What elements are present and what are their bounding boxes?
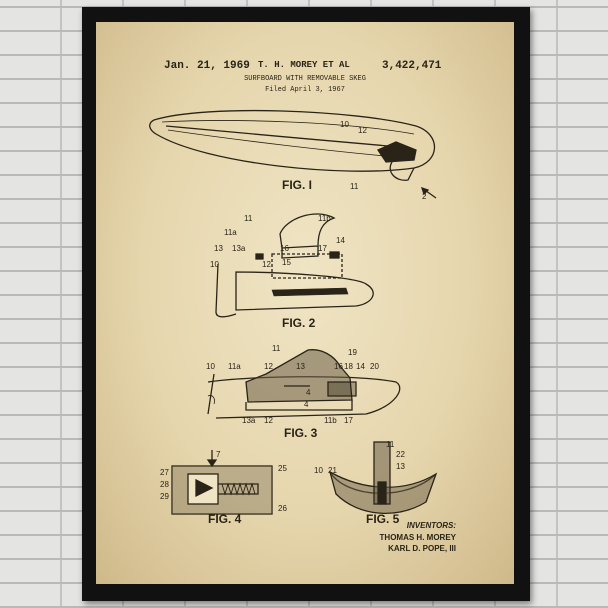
patent-date: Jan. 21, 1969 [164,60,250,72]
fig2-reference-numeral: 11b [318,214,331,223]
fig3-reference-numeral: 12 [264,416,273,425]
fig3-reference-numeral: 14 [356,362,365,371]
fig4-reference-numeral: 27 [160,468,169,477]
fig5-reference-numeral: 21 [328,466,337,475]
fig2-reference-numeral: 13 [214,244,223,253]
fig3-reference-numeral: 13a [242,416,256,425]
fig2-reference-numeral: 10 [210,260,219,269]
fig3-reference-numeral: 17 [344,416,353,425]
fig2-label: FIG. 2 [282,316,316,330]
fig4-reference-numeral: 26 [278,504,287,513]
fig4-reference-numeral: 25 [278,464,287,473]
fig1-reference-numeral: 11 [350,182,359,191]
fig5-reference-numeral: 22 [396,450,405,459]
fig1-label: FIG. I [282,178,312,192]
fig5-label: FIG. 5 [366,512,400,526]
inventor-name: KARL D. POPE, III [388,544,456,553]
fig3-reference-numeral: 11b [324,416,337,425]
fig4-reference-numeral: 29 [160,492,169,501]
fig4-label: FIG. 4 [208,512,242,526]
fig3-cross-section-drawing [207,349,401,419]
fig3-reference-numeral: 4 [306,388,311,397]
fig2-skeg-drawing [215,213,374,318]
inventors-heading: INVENTORS: [406,521,456,530]
fig2-reference-numeral: 13a [232,244,246,253]
fig5-section-drawing [328,441,438,514]
fig3-reference-numeral: 11a [228,362,241,371]
fig3-reference-numeral: 16 [334,362,343,371]
fig3-reference-numeral: 18 [344,362,353,371]
fig2-reference-numeral: 11a [224,228,237,237]
inventor-name: THOMAS H. MOREY [379,533,456,542]
patent-drawings [149,109,438,515]
fig5-reference-numeral: 13 [396,462,405,471]
fig2-reference-numeral: 15 [282,258,291,267]
patent-number: 3,422,471 [382,60,442,72]
fig1-surfboard-drawing [149,109,437,199]
fig3-reference-numeral: 11 [272,344,281,353]
patent-filed-date: Filed April 3, 1967 [265,86,345,94]
fig2-reference-numeral: 17 [318,244,327,253]
patent-poster: Jan. 21, 1969 T. H. MOREY ET AL 3,422,47… [96,22,514,584]
fig2-reference-numeral: 14 [336,236,345,245]
fig1-reference-numeral: 10 [340,120,349,129]
patent-inventor-line: T. H. MOREY ET AL [258,60,350,70]
fig3-reference-numeral: 20 [370,362,379,371]
fig1-reference-numeral: 2 [422,192,427,201]
patent-title: SURFBOARD WITH REMOVABLE SKEG [244,75,366,83]
fig3-label: FIG. 3 [284,426,318,440]
fig3-reference-numeral: 12 [264,362,273,371]
fig2-reference-numeral: 12 [262,260,271,269]
fig3-reference-numeral: 13 [296,362,305,371]
fig1-reference-numeral: 12 [358,126,367,135]
fig3-reference-numeral: 4 [304,400,309,409]
fig3-reference-numeral: 19 [348,348,357,357]
fig5-reference-numeral: 10 [314,466,323,475]
fig5-reference-numeral: 11 [386,440,395,449]
fig3-reference-numeral: 10 [206,362,215,371]
fig2-reference-numeral: 16 [280,244,289,253]
fig4-fastener-drawing [171,450,273,515]
fig4-reference-numeral: 7 [216,450,221,459]
fig2-reference-numeral: 11 [244,214,253,223]
fig4-reference-numeral: 28 [160,480,169,489]
